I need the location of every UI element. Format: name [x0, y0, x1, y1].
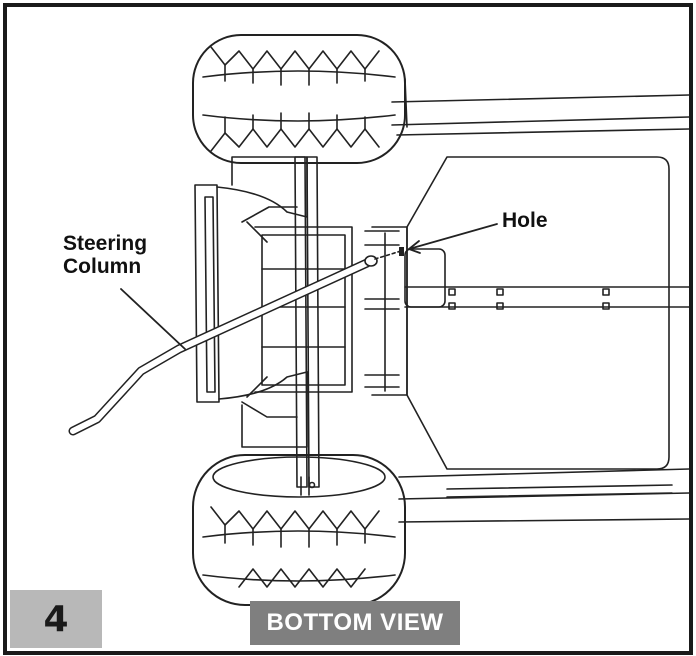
- steering-column-part: [68, 247, 404, 436]
- steering-column-label-line1: Steering: [63, 232, 148, 255]
- steering-column-label-line2: Column: [63, 255, 142, 278]
- vehicle-bottom-view-illustration: [68, 34, 689, 606]
- top-wheel: [192, 34, 408, 164]
- front-axle-assembly: [194, 156, 353, 496]
- steering-column-label: Steering Column: [63, 232, 147, 278]
- bottom-wheel: [192, 454, 406, 606]
- view-label: BOTTOM VIEW: [250, 601, 460, 645]
- hole-leader: [408, 223, 498, 250]
- step-number: 4: [43, 598, 69, 640]
- chassis-body: [364, 94, 689, 523]
- hole-marker: [399, 247, 404, 256]
- hole-label: Hole: [502, 209, 548, 232]
- instruction-frame: Steering Column Hole 4 BOTTOM VIEW: [3, 3, 693, 655]
- steering-column-leader: [120, 288, 186, 350]
- step-number-badge: 4: [10, 590, 102, 648]
